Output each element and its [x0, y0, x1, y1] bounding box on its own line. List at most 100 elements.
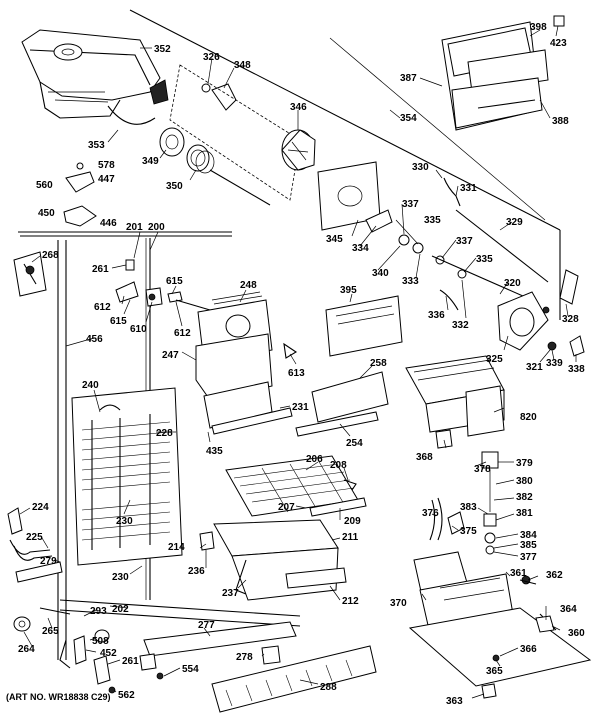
part-label: 278: [236, 652, 253, 663]
part-label: 383: [460, 502, 477, 513]
part-label: 228: [156, 428, 173, 439]
part-label: 201: [126, 222, 143, 233]
part-label: 240: [82, 380, 99, 391]
part-label: 615: [166, 276, 183, 287]
center-covers-drawing: [295, 295, 403, 437]
part-label: 337: [456, 236, 473, 247]
liner-outline-drawing: [129, 9, 561, 320]
part-label: 348: [234, 60, 251, 71]
part-label: 350: [166, 181, 183, 192]
part-label: 268: [42, 250, 59, 261]
fan-shroud-drawing: [195, 291, 298, 435]
auger-drive-drawing: [159, 64, 301, 206]
part-label: 288: [320, 682, 337, 693]
part-label: 334: [352, 243, 369, 254]
part-label: 247: [162, 350, 179, 361]
part-label: 230: [116, 516, 133, 527]
part-label: 321: [526, 362, 543, 373]
part-label: 248: [240, 280, 257, 291]
part-label: 364: [560, 604, 577, 615]
part-label: 202: [112, 604, 129, 615]
part-label: 231: [292, 402, 309, 413]
part-label: 446: [100, 218, 117, 229]
part-label: 380: [516, 476, 533, 487]
part-label: 456: [86, 334, 103, 345]
part-label: 613: [288, 368, 305, 379]
part-label: 258: [370, 358, 387, 369]
part-label: 209: [344, 516, 361, 527]
part-label: 328: [562, 314, 579, 325]
part-label: 612: [94, 302, 111, 313]
ice-maker-motor-drawing: [497, 291, 585, 357]
part-label: 320: [504, 278, 521, 289]
part-label: 293: [90, 606, 107, 617]
ice-bucket-drawing: [21, 29, 169, 125]
part-label: 362: [546, 570, 563, 581]
shelf-hardware-drawing: [63, 162, 97, 227]
part-label: 508: [92, 636, 109, 647]
part-label: 335: [476, 254, 493, 265]
part-label: 365: [486, 666, 503, 677]
part-label: 352: [154, 44, 171, 55]
ice-maker-components-drawing: [317, 161, 579, 311]
bottom-parts-drawing: [13, 607, 377, 713]
part-label: 388: [552, 116, 569, 127]
part-368-drawing: [435, 429, 453, 449]
part-label: 447: [98, 174, 115, 185]
part-label: 360: [568, 628, 585, 639]
bracket-268-drawing: [13, 251, 47, 297]
part-label: 211: [342, 532, 359, 543]
part-label: 398: [530, 22, 547, 33]
part-label: 200: [148, 222, 165, 233]
part-label: 212: [342, 596, 359, 607]
part-label: 379: [516, 458, 533, 469]
part-label: 450: [38, 208, 55, 219]
part-label: 336: [428, 310, 445, 321]
part-label: 612: [174, 328, 191, 339]
part-label: 820: [520, 412, 537, 423]
part-label: 363: [446, 696, 463, 707]
part-label: 335: [424, 215, 441, 226]
part-label: 329: [506, 217, 523, 228]
part-label: 368: [416, 452, 433, 463]
part-label: 423: [550, 38, 567, 49]
part-label: 377: [520, 552, 537, 563]
part-label: 261: [92, 264, 109, 275]
part-label: 381: [516, 508, 533, 519]
part-label: 615: [110, 316, 127, 327]
part-label: 208: [330, 460, 347, 471]
part-label: 332: [452, 320, 469, 331]
art-number: (ART NO. WR18838 C29): [6, 692, 111, 702]
part-label: 254: [346, 438, 363, 449]
part-label: 353: [88, 140, 105, 151]
part-label: 264: [18, 644, 35, 655]
evaporator-drawing: [71, 387, 183, 566]
part-label: 349: [142, 156, 159, 167]
part-label: 378: [474, 464, 491, 475]
part-label: 354: [400, 113, 417, 124]
part-label: 206: [306, 454, 323, 465]
part-label: 326: [203, 52, 220, 63]
part-label: 395: [340, 285, 357, 296]
auger-motor-drawing: [281, 129, 316, 171]
dispenser-door-drawing: [441, 15, 565, 131]
part-label: 333: [402, 276, 419, 287]
part-label: 277: [198, 620, 215, 631]
part-label: 560: [36, 180, 53, 191]
wire-shelf-drawing: [225, 455, 367, 517]
drain-parts-drawing: [7, 507, 63, 583]
part-label: 376: [422, 508, 439, 519]
part-label: 382: [516, 492, 533, 503]
part-label: 385: [520, 540, 537, 551]
part-label: 562: [118, 690, 135, 701]
hinge-parts-drawing: [115, 259, 211, 311]
part-label: 387: [400, 73, 417, 84]
part-label: 330: [412, 162, 429, 173]
part-label: 230: [112, 572, 129, 583]
part-label: 384: [520, 530, 537, 541]
part-label: 346: [290, 102, 307, 113]
water-valve-parts-drawing: [429, 451, 499, 555]
part-label: 279: [40, 556, 57, 567]
part-label: 207: [278, 502, 295, 513]
